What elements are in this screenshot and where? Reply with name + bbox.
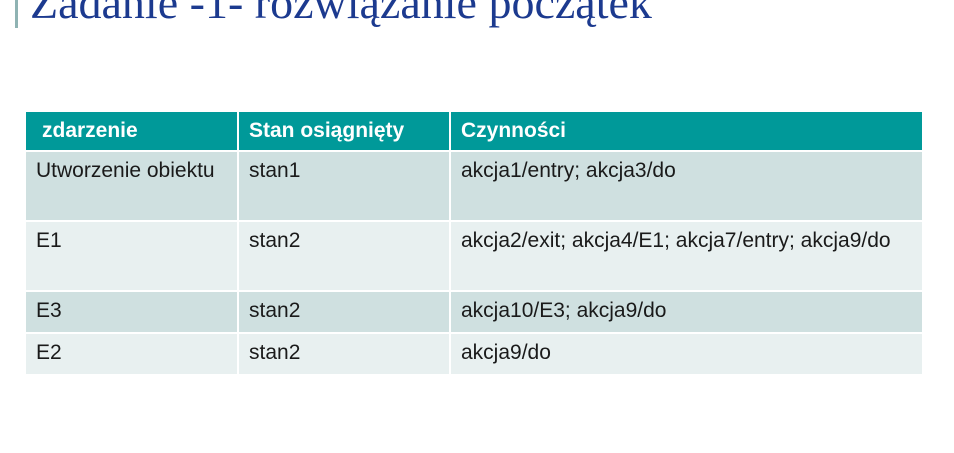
cell-state: stan2 (238, 290, 451, 333)
column-header-stan: Stan osiągnięty (238, 112, 451, 151)
cell-actions: akcja10/E3; akcja9/do (450, 290, 922, 333)
cell-state: stan2 (238, 220, 451, 291)
cell-event: E2 (26, 332, 239, 374)
cell-event: E3 (26, 290, 239, 333)
cell-state: stan2 (238, 332, 451, 374)
table-row: Utworzenie obiektu stan1 akcja1/entry; a… (26, 150, 922, 221)
column-header-zdarzenie: zdarzenie (26, 112, 239, 151)
table-header-row: zdarzenie Stan osiągnięty Czynności (26, 112, 922, 151)
table-row: E1 stan2 akcja2/exit; akcja4/E1; akcja7/… (26, 220, 922, 291)
events-table: zdarzenie Stan osiągnięty Czynności Utwo… (26, 112, 922, 374)
cell-state: stan1 (238, 150, 451, 221)
cell-actions: akcja1/entry; akcja3/do (450, 150, 922, 221)
cell-actions: akcja2/exit; akcja4/E1; akcja7/entry; ak… (450, 220, 922, 291)
cell-actions: akcja9/do (450, 332, 922, 374)
slide-title: Zadanie -1- rozwiązanie początek (30, 0, 652, 28)
title-accent-bar (15, 0, 18, 28)
cell-event: Utworzenie obiektu (26, 150, 239, 221)
table-row: E2 stan2 akcja9/do (26, 332, 922, 374)
table-row: E3 stan2 akcja10/E3; akcja9/do (26, 290, 922, 333)
column-header-czynnosci: Czynności (450, 112, 922, 151)
cell-event: E1 (26, 220, 239, 291)
